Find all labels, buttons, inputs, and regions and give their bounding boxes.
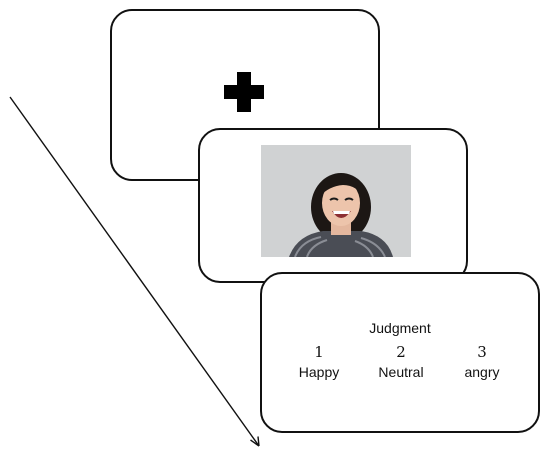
option-3-label: angry — [464, 364, 500, 380]
face-photo — [261, 145, 411, 257]
time-arrow-line — [9, 96, 260, 447]
option-1-number: 1 — [314, 343, 324, 361]
option-2-number: 2 — [396, 343, 406, 361]
plus-icon — [224, 72, 264, 112]
option-2-label: Neutral — [378, 364, 424, 380]
option-2: 2 Neutral — [361, 342, 441, 382]
face-stimulus-screen — [198, 128, 468, 283]
judgment-title: Judgment — [369, 320, 431, 336]
option-3: 3 angry — [442, 342, 522, 382]
option-3-number: 3 — [477, 343, 487, 361]
option-1-label: Happy — [298, 364, 340, 380]
option-1: 1 Happy — [279, 342, 359, 382]
arrow-head-icon — [250, 436, 260, 447]
judgment-screen: Judgment 1 Happy 2 Neutral 3 angry — [260, 272, 540, 433]
